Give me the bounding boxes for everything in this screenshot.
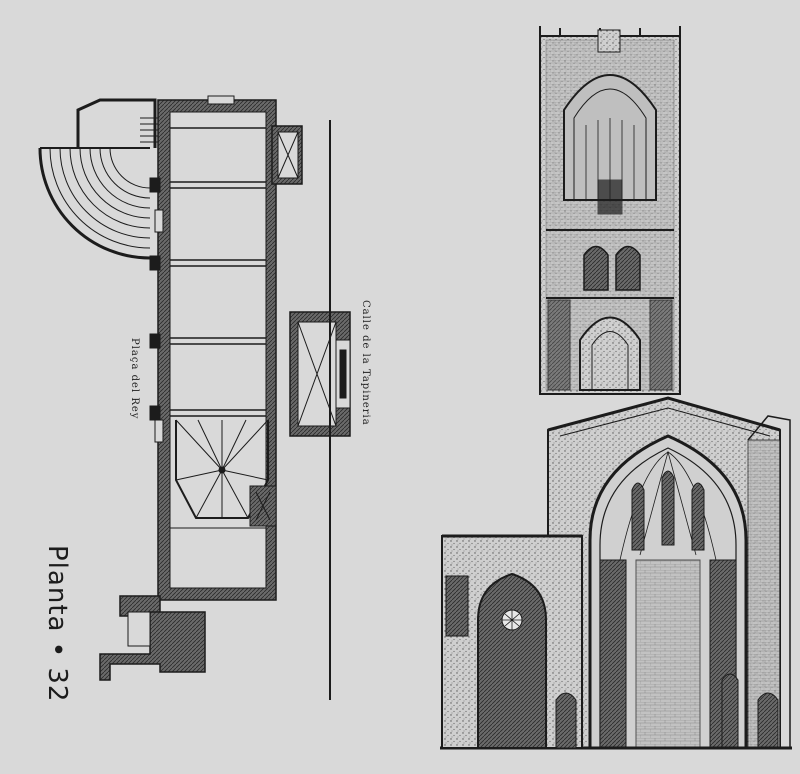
lancet-windows (631, 470, 705, 551)
caption-bullet: • (42, 641, 72, 659)
small-stair (140, 117, 162, 143)
apse-vault (175, 419, 269, 519)
curved-staircase (38, 147, 151, 260)
buttresses-left (149, 177, 164, 443)
floor-plan (38, 95, 351, 700)
street-label-placa-del-rey: Plaça del Rey (129, 338, 140, 420)
page-caption: Planta • 32 (42, 545, 72, 702)
street-label-tapineria: Calle de la Tapineria (360, 300, 371, 426)
nave-section (440, 396, 792, 750)
cross-section (440, 26, 792, 750)
caption-title: Planta (42, 545, 72, 633)
side-chapel-section (441, 534, 583, 749)
bell-tower (539, 26, 681, 395)
nave-bays (170, 127, 266, 417)
page-number: 32 (42, 667, 72, 703)
side-chapel (289, 311, 351, 437)
